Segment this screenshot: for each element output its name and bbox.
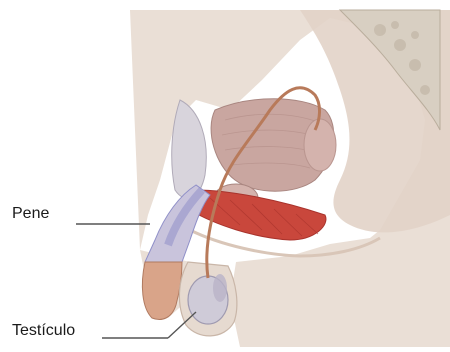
glans	[142, 262, 182, 319]
seminal-vesicle	[304, 119, 336, 171]
penis-label: Pene	[12, 205, 49, 223]
epididymis	[213, 274, 227, 302]
testicle-label: Testículo	[12, 322, 75, 340]
pubic-bone	[172, 100, 207, 198]
